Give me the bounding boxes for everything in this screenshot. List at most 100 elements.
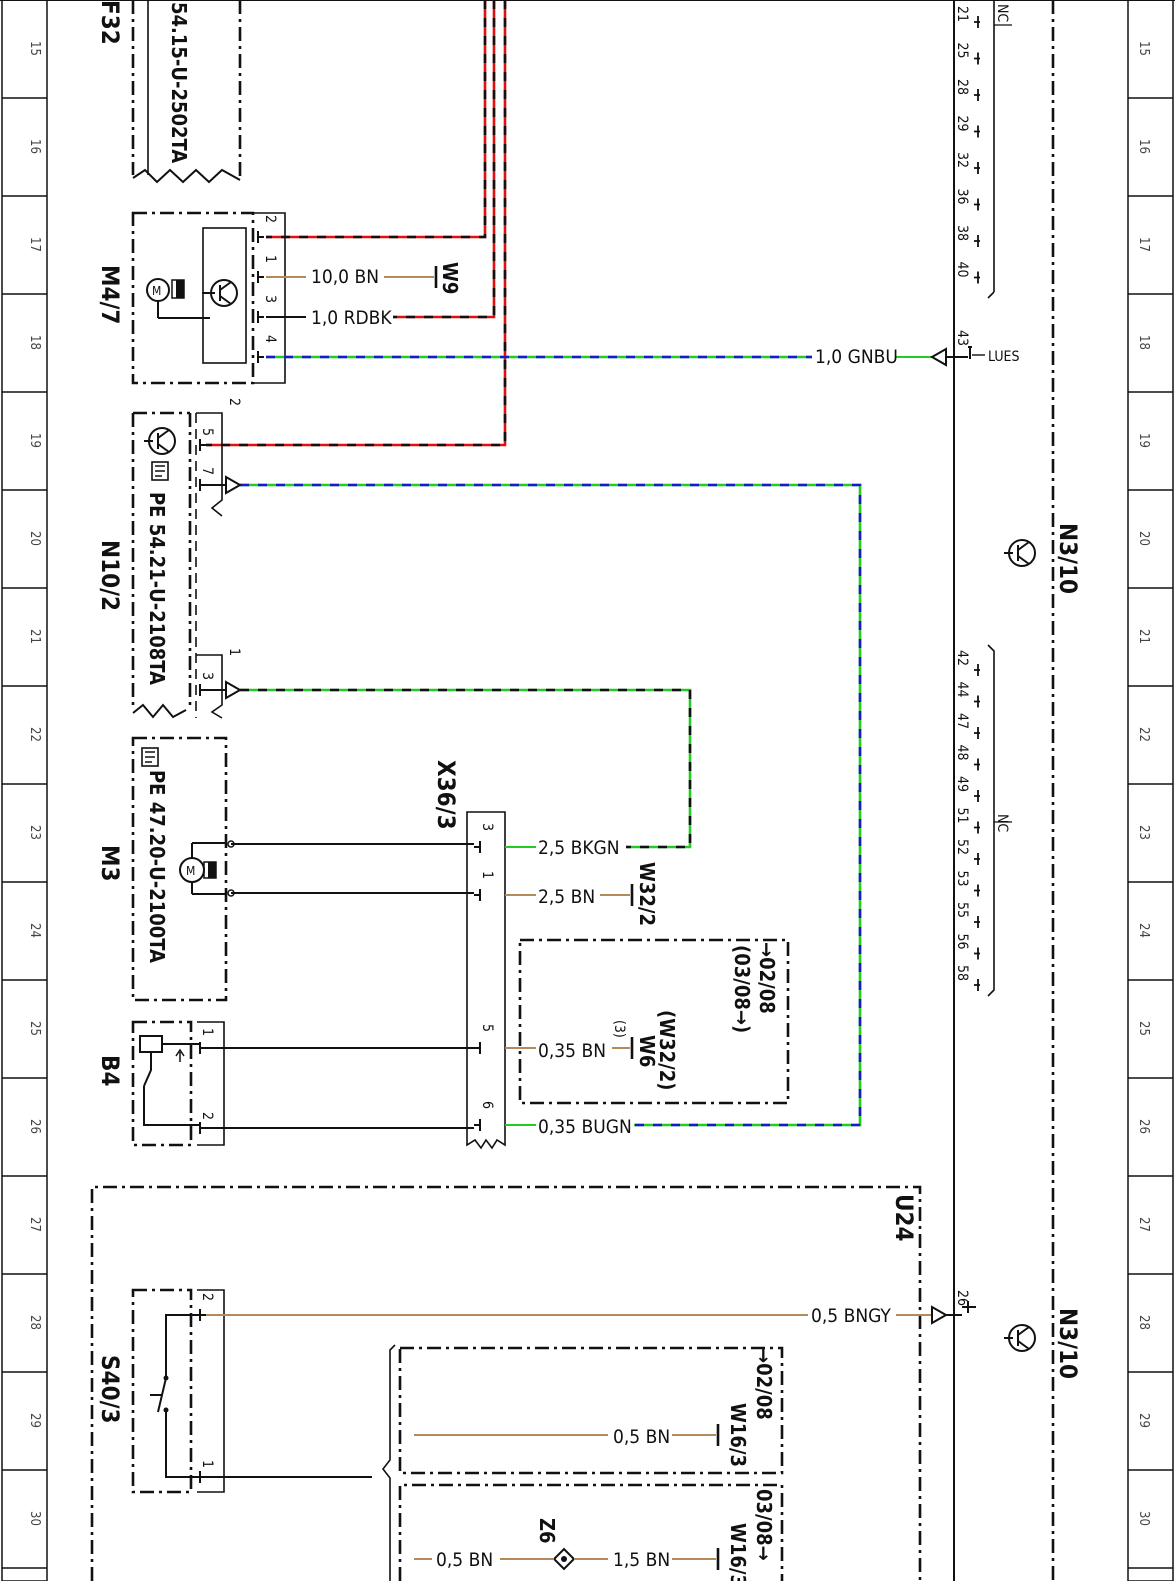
m3-label: M3 bbox=[96, 845, 124, 882]
motor-icon: M bbox=[179, 842, 227, 895]
row-label-right: 29 bbox=[1136, 1413, 1151, 1428]
n3-pin: 29 bbox=[954, 116, 970, 132]
pin-mark bbox=[974, 758, 980, 771]
x36-pin bbox=[474, 1119, 481, 1131]
n10-pin bbox=[199, 479, 206, 491]
m47-pin bbox=[257, 311, 264, 323]
wire-m47-3-stripe bbox=[393, 0, 496, 319]
m47-pin-label: 1 bbox=[262, 255, 278, 263]
row-label-left: 22 bbox=[27, 727, 42, 742]
pin-mark bbox=[974, 979, 980, 991]
s40-3-switch: S40/3 21 bbox=[96, 1288, 225, 1494]
pin-mark bbox=[974, 695, 980, 708]
ground-box-w16-b: 03/08→ W16/3 bbox=[398, 1483, 784, 1581]
row-label-left: 15 bbox=[27, 41, 42, 56]
pin-mark bbox=[974, 664, 980, 676]
date-label-1: →02/08 bbox=[755, 942, 779, 1014]
u24-label: U24 bbox=[890, 1194, 918, 1242]
row-label-right: 24 bbox=[1136, 923, 1151, 938]
n3-10-label-b: N3/10 bbox=[1054, 1308, 1082, 1379]
w6-note: (3) bbox=[611, 1020, 627, 1038]
w16-3a-label: W16/3 bbox=[726, 1403, 750, 1467]
n3-pin: 58 bbox=[954, 965, 970, 981]
m3-fuel-pump: M3 PE 47.20-U-2100TA M bbox=[96, 736, 235, 1002]
pin-mark bbox=[974, 198, 980, 211]
pin-mark bbox=[974, 162, 980, 174]
n3-pin: 25 bbox=[954, 43, 970, 59]
u24-region: U24 bbox=[90, 1185, 922, 1581]
pin-mark bbox=[974, 235, 980, 247]
wire-label-w16a: 0,5 BN bbox=[613, 1426, 670, 1448]
row-label-left: 21 bbox=[27, 629, 42, 644]
m3-code: PE 47.20-U-2100TA bbox=[145, 770, 169, 963]
pin-mark bbox=[974, 790, 980, 802]
wire-f32-n10-5-stripe bbox=[206, 0, 507, 447]
m4-7-label: M4/7 bbox=[96, 265, 124, 324]
pin-mark bbox=[974, 821, 980, 834]
n3-pin: 21 bbox=[954, 6, 970, 22]
row-label-right: 20 bbox=[1136, 531, 1151, 546]
nc-label-mid: NC bbox=[994, 814, 1010, 832]
pin-mark bbox=[974, 52, 980, 65]
n10-pin-label: 7 bbox=[199, 467, 215, 475]
n3-pin: 38 bbox=[954, 225, 970, 241]
n3-pin: 56 bbox=[954, 934, 970, 950]
n3-pin: 32 bbox=[954, 152, 970, 168]
nc-bracket-top: NC bbox=[987, 0, 1012, 299]
row-ruler-right bbox=[1127, 0, 1174, 1581]
ground-box-w6: →02/08 (03/08→) (W32/2) W6 (3) bbox=[518, 938, 790, 1105]
n3-10-label-a: N3/10 bbox=[1054, 523, 1082, 594]
pin-mark bbox=[974, 853, 980, 865]
wire-n10-3 bbox=[240, 688, 692, 849]
b4-fuel-sender: B4 12 bbox=[96, 1020, 225, 1147]
wire-n10-3-stripe bbox=[240, 688, 692, 849]
wire-f32-m47-2 bbox=[266, 0, 487, 239]
b4-pin bbox=[199, 1042, 206, 1054]
row-label-left: 17 bbox=[27, 237, 42, 252]
connector-arrow bbox=[225, 680, 243, 700]
pin-mark bbox=[974, 916, 980, 928]
pin-mark bbox=[974, 884, 980, 897]
wire-label-w16b-2: 1,5 BN bbox=[613, 1549, 670, 1571]
wire-layer bbox=[206, 0, 968, 1570]
n3-pin: 49 bbox=[954, 776, 970, 792]
n10-pin-label: 5 bbox=[199, 428, 215, 436]
x36-pin bbox=[474, 841, 481, 853]
s40-pin bbox=[199, 1309, 206, 1321]
wire-n10-7-stripe bbox=[240, 483, 862, 1127]
row-label-right: 19 bbox=[1136, 433, 1151, 448]
n10-pin bbox=[199, 684, 206, 696]
pin-mark bbox=[974, 727, 980, 739]
row-label-right: 25 bbox=[1136, 1021, 1151, 1036]
wire-label-w16b-1: 0,5 BN bbox=[436, 1549, 493, 1571]
n10-2-label: N10/2 bbox=[96, 540, 124, 611]
pin-mark bbox=[974, 89, 980, 101]
wire-label-x36-1: 2,5 BN bbox=[538, 886, 595, 908]
wire-label-m47-3: 1,0 RDBK bbox=[311, 307, 392, 329]
brace-icon bbox=[381, 1344, 396, 1581]
row-label-left: 26 bbox=[27, 1119, 42, 1134]
nc-label-top: NC bbox=[994, 4, 1010, 22]
pin-mark bbox=[974, 947, 980, 960]
date-label-4: 03/08→ bbox=[752, 1489, 776, 1561]
m47-pin-label: 3 bbox=[262, 295, 278, 303]
svg-text:M: M bbox=[152, 284, 161, 298]
x36-pin-label: 6 bbox=[479, 1101, 495, 1109]
pin-mark bbox=[974, 16, 980, 28]
z6-label: Z6 bbox=[535, 1518, 559, 1544]
n3-pin-26: 26 bbox=[954, 1290, 970, 1306]
transistor-icon bbox=[1004, 1324, 1036, 1352]
row-label-left: 18 bbox=[27, 335, 42, 350]
n10-pin bbox=[199, 439, 206, 451]
row-label-right: 22 bbox=[1136, 727, 1151, 742]
wire-label-x36-6: 0,35 BUGN bbox=[538, 1116, 632, 1138]
b4-pins: 12 bbox=[199, 1028, 215, 1134]
f32-code: 54.15-U-2502TA bbox=[167, 2, 191, 163]
row-label-left: 25 bbox=[27, 1021, 42, 1036]
wire-label-m47-4: 1,0 GNBU bbox=[815, 346, 898, 368]
